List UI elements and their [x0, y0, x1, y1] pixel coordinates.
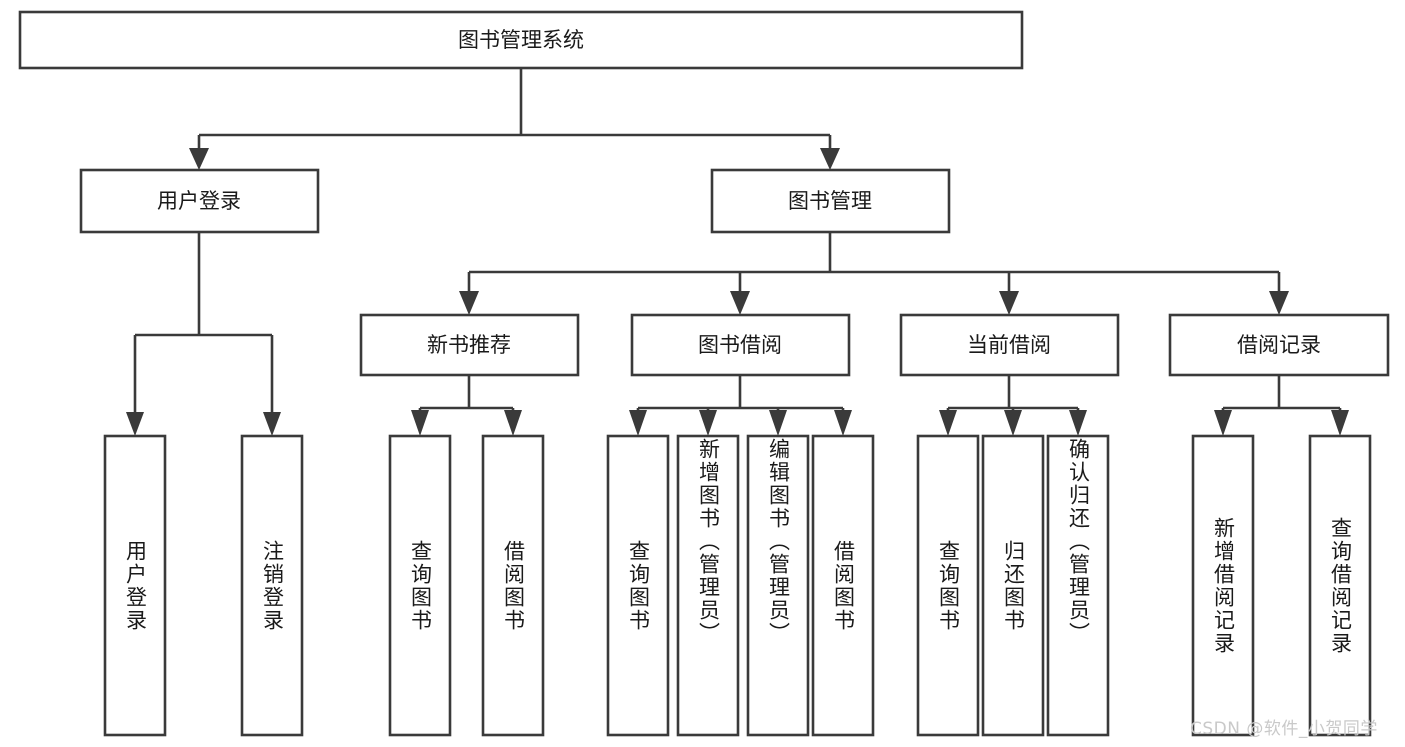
- node-label-current-borrow: 当前借阅: [967, 333, 1051, 357]
- arrow-head-br-add-record: [1214, 410, 1232, 436]
- node-box-root[interactable]: [18, 10, 1024, 70]
- node-box-cb-return-book[interactable]: [981, 434, 1045, 737]
- connector-group-user-login: [126, 232, 281, 436]
- connector-group-book-borrow: [629, 375, 852, 436]
- arrow-head-bb-borrow-book: [834, 410, 852, 436]
- connector-group-root: [189, 68, 840, 170]
- arrow-head-cb-return-book: [1004, 410, 1022, 436]
- node-box-br-add-record[interactable]: [1191, 434, 1255, 737]
- node-box-bb-query-book[interactable]: [606, 434, 670, 737]
- node-box-leaf-user-login[interactable]: [103, 434, 167, 737]
- node-label-borrow-record: 借阅记录: [1237, 333, 1321, 357]
- node-label-book-borrow: 图书借阅: [698, 333, 782, 357]
- arrow-head-leaf-user-logout: [263, 412, 281, 436]
- node-label-book-manage: 图书管理: [788, 189, 872, 213]
- node-label-user-login: 用户登录: [157, 189, 241, 213]
- arrow-head-cb-confirm-return: [1069, 410, 1087, 436]
- node-label-root: 图书管理系统: [458, 28, 584, 52]
- connector-group-new-book-recommend: [411, 375, 522, 436]
- arrow-head-nbr-query-book: [411, 410, 429, 436]
- arrow-head-borrow-record: [1269, 291, 1289, 315]
- node-box-book-borrow[interactable]: [630, 313, 851, 377]
- node-box-book-manage[interactable]: [710, 168, 951, 234]
- arrow-head-user-login: [189, 148, 209, 170]
- arrow-head-bb-query-book: [629, 410, 647, 436]
- connector-group-current-borrow: [939, 375, 1087, 436]
- node-box-new-book-recommend[interactable]: [359, 313, 580, 377]
- node-box-leaf-user-logout[interactable]: [240, 434, 304, 737]
- node-box-current-borrow[interactable]: [899, 313, 1120, 377]
- node-box-cb-query-book[interactable]: [916, 434, 980, 737]
- arrow-head-br-query-record: [1331, 410, 1349, 436]
- csdn-watermark: CSDN @软件_小贺同学: [1190, 719, 1378, 739]
- node-box-user-login[interactable]: [79, 168, 320, 234]
- connector-group-borrow-record: [1214, 375, 1349, 436]
- node-box-bb-borrow-book[interactable]: [811, 434, 875, 737]
- node-box-nbr-query-book[interactable]: [388, 434, 452, 737]
- node-box-bb-edit-book[interactable]: [746, 434, 810, 737]
- arrow-head-nbr-borrow-book: [504, 410, 522, 436]
- arrow-head-current-borrow: [999, 291, 1019, 315]
- arrow-head-cb-query-book: [939, 410, 957, 436]
- node-box-borrow-record[interactable]: [1168, 313, 1390, 377]
- node-box-nbr-borrow-book[interactable]: [481, 434, 545, 737]
- arrow-head-book-manage: [820, 148, 840, 170]
- node-box-cb-confirm-return[interactable]: [1046, 434, 1110, 737]
- arrow-head-new-book-recommend: [459, 291, 479, 315]
- node-box-br-query-record[interactable]: [1308, 434, 1372, 737]
- arrow-head-leaf-user-login: [126, 412, 144, 436]
- node-label-new-book-recommend: 新书推荐: [427, 333, 511, 357]
- arrow-head-book-borrow: [730, 291, 750, 315]
- node-box-bb-add-book[interactable]: [676, 434, 740, 737]
- arrow-head-bb-add-book: [699, 410, 717, 436]
- connector-group-book-manage: [459, 232, 1289, 315]
- arrow-head-bb-edit-book: [769, 410, 787, 436]
